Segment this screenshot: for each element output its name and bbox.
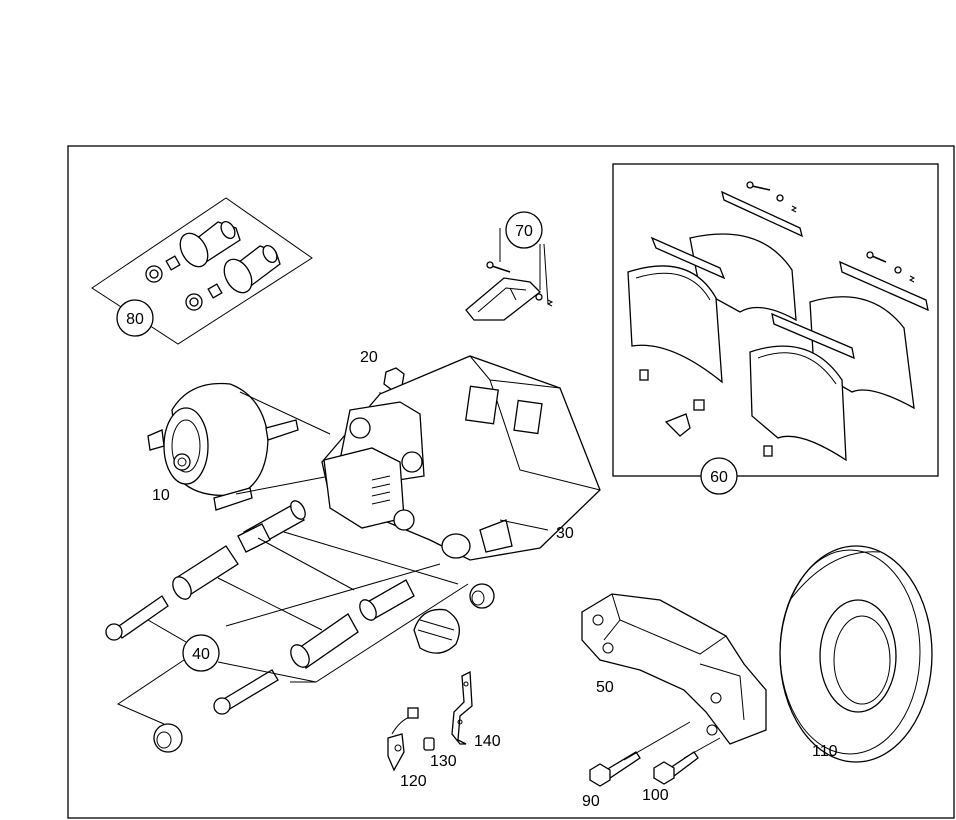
brake-chamber-10-drawing — [147, 382, 331, 511]
label-50: 50 — [596, 679, 614, 696]
outer-frame — [67, 145, 955, 819]
label-100: 100 — [642, 787, 669, 804]
anchor-bracket-50-drawing — [581, 593, 767, 745]
label-30: 30 — [556, 525, 574, 542]
label-40: 40 — [192, 646, 210, 663]
wear-sensor-120-drawing — [387, 707, 419, 772]
part-90[interactable]: 90 — [582, 721, 691, 810]
guide-pins-40-drawing — [105, 500, 495, 753]
pads-60-box — [612, 163, 939, 477]
label-130: 130 — [430, 753, 457, 770]
brake-disc-110-drawing — [779, 545, 933, 763]
callout-circle-70 — [505, 211, 543, 249]
seals-80-drawing — [145, 255, 223, 311]
clip-130-drawing — [423, 737, 435, 751]
part-50[interactable]: 50 — [581, 593, 767, 745]
part-120[interactable]: 120 — [387, 707, 427, 790]
bolt-90-drawing — [589, 721, 691, 787]
part-10[interactable]: 10 — [147, 382, 331, 511]
callout-circle-40 — [182, 634, 220, 672]
label-60: 60 — [710, 469, 728, 486]
caliper-30-drawing — [321, 355, 601, 561]
bolt-100-drawing — [653, 737, 721, 785]
part-100[interactable]: 100 — [642, 737, 721, 804]
pad-60d-drawing — [749, 312, 855, 462]
label-70: 70 — [515, 223, 533, 240]
bracket-plate-140-drawing — [451, 670, 473, 745]
label-90: 90 — [582, 793, 600, 810]
label-120: 120 — [400, 773, 427, 790]
bracket-70-drawing — [465, 261, 554, 321]
callout-circle-60 — [700, 457, 738, 495]
boot-80a-drawing — [179, 220, 241, 268]
pad-60b-drawing — [627, 265, 723, 384]
part-40[interactable]: 40 — [105, 498, 495, 753]
part-group-80[interactable]: 80 — [91, 197, 313, 345]
label-110: 110 — [812, 743, 838, 760]
label-80: 80 — [126, 311, 144, 328]
part-group-60[interactable]: 60 — [612, 163, 939, 495]
label-140: 140 — [474, 733, 501, 750]
label-20: 20 — [360, 349, 378, 366]
part-110[interactable]: 110 — [779, 545, 933, 763]
part-140[interactable]: 140 — [451, 670, 501, 750]
part-30[interactable]: 30 — [321, 355, 601, 561]
label-10: 10 — [152, 487, 170, 504]
pad-hardware-60 — [639, 181, 916, 457]
boot-80b-drawing — [223, 244, 281, 294]
part-130[interactable]: 130 — [423, 737, 457, 770]
callout-circle-80 — [116, 299, 154, 337]
part-group-70[interactable]: 70 — [465, 211, 554, 321]
